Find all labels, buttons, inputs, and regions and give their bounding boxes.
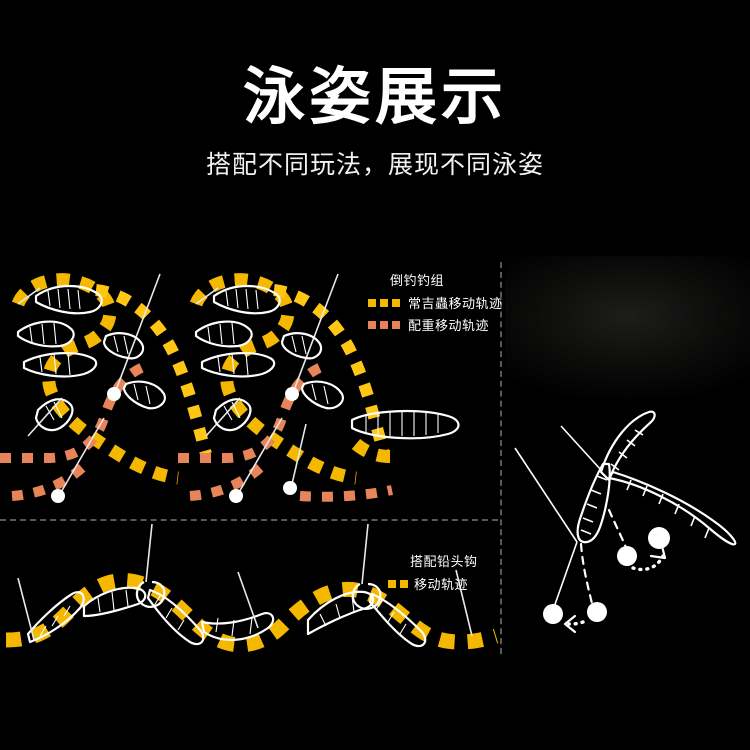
weight-ball	[107, 387, 121, 401]
legend-label-weight-path: 配重移动轨迹	[408, 319, 490, 334]
vertical-divider	[500, 262, 502, 654]
weight-ball	[229, 489, 243, 503]
trajectory-svg-top: .ytrail{fill:none;stroke:#f5b800;stroke-…	[0, 273, 460, 503]
lure-outline-2	[194, 285, 344, 432]
trajectory-group-3	[283, 409, 460, 502]
weight-ball	[285, 387, 299, 401]
rig-motion-arrow-right	[631, 540, 667, 572]
legend-row-move-path: 移动轨迹	[388, 574, 478, 593]
lure-product-photo	[505, 256, 750, 416]
legend-row-lure-path: 常吉蟲移动轨迹	[368, 293, 503, 312]
rig-swing-path-lower	[579, 542, 595, 610]
rig-lure-center	[576, 462, 611, 544]
header: 泳姿展示 搭配不同玩法，展现不同泳姿	[0, 0, 750, 180]
fishing-line-set-1	[17, 273, 161, 503]
rig-weight-ball-inner	[617, 546, 637, 566]
lure-outline-wave-3	[306, 590, 427, 648]
legend-title: 倒钓钓组	[390, 274, 445, 289]
weight-ball	[283, 481, 297, 495]
trajectory-diagram-inverted-rig: .ytrail{fill:none;stroke:#f5b800;stroke-…	[0, 258, 500, 518]
legend-label-move-path: 移动轨迹	[414, 578, 469, 593]
lure-outline-1	[16, 285, 166, 432]
legend-row-weight-path: 配重移动轨迹	[368, 315, 503, 334]
rig-line-b	[514, 447, 578, 543]
rig-lure-right	[607, 470, 737, 546]
rig-line-a	[560, 425, 602, 471]
rig-swing-path-upper	[607, 508, 629, 552]
page-title: 泳姿展示	[242, 60, 507, 133]
page-subtitle: 搭配不同玩法，展现不同泳姿	[205, 150, 544, 179]
weight-ball	[51, 489, 65, 503]
lure-outline-horizontal	[350, 409, 460, 440]
legend-title: 搭配铅头钩	[410, 555, 478, 570]
rig-weight-ball-right	[648, 527, 670, 549]
rig-lure-upper	[599, 410, 656, 482]
photo-background	[505, 256, 750, 416]
trajectory-group-2	[178, 273, 390, 503]
horizontal-divider	[0, 519, 498, 521]
jighead-hook-1	[135, 524, 166, 608]
legend-jighead-rig: 搭配铅头钩 移动轨迹	[388, 551, 478, 593]
lure-outline-wave-1	[26, 586, 147, 644]
rig-lineart-diagram: .rl{fill:none;stroke:#ffffff;stroke-widt…	[505, 392, 750, 654]
fishing-line-set-2	[195, 273, 339, 503]
legend-swatch-move	[388, 579, 414, 588]
lure-outline-wave-2	[146, 588, 275, 646]
rig-weight-ball-mid	[587, 602, 607, 622]
rig-line-c	[552, 541, 578, 611]
legend-swatch-weight	[368, 320, 408, 329]
rig-motion-arrow-left	[563, 614, 585, 634]
legend-swatch-lure	[368, 298, 408, 307]
legend-inverted-rig: 倒钓钓组 常吉蟲移动轨迹 配重移动轨迹	[368, 270, 503, 334]
rig-weight-ball-left	[543, 604, 563, 624]
jighead-hook-2	[351, 524, 382, 610]
legend-label-lure-path: 常吉蟲移动轨迹	[408, 297, 503, 312]
trajectory-group-1	[0, 273, 212, 503]
trajectory-diagram-jighead-rig: .ytrailB{fill:none;stroke:#f5b800;stroke…	[0, 524, 500, 684]
rig-lineart-svg: .rl{fill:none;stroke:#ffffff;stroke-widt…	[514, 410, 737, 634]
trajectory-svg-bottom: .ytrailB{fill:none;stroke:#f5b800;stroke…	[5, 524, 499, 653]
